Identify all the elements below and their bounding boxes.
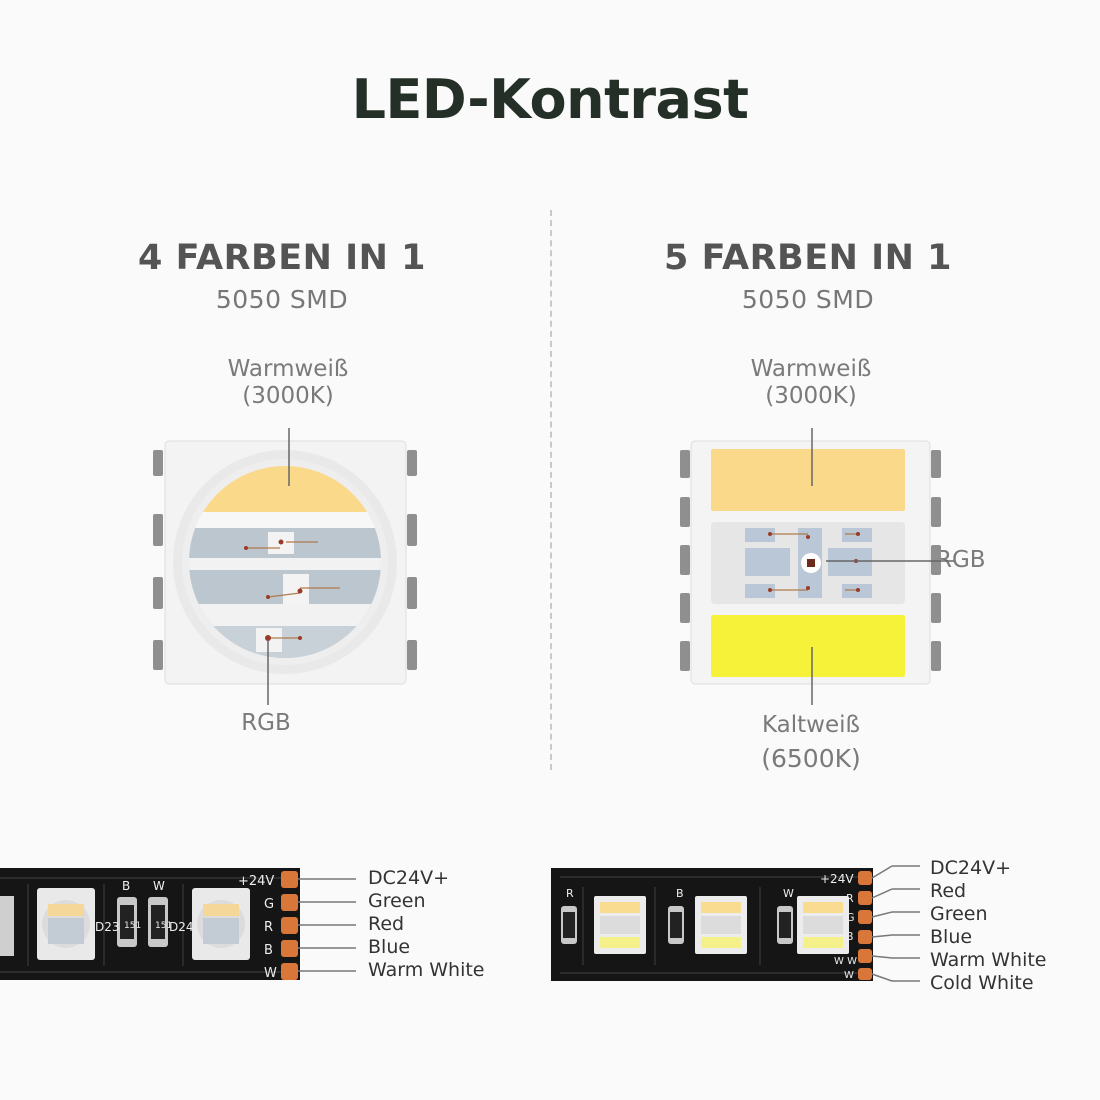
strip-label: W xyxy=(264,966,277,981)
right-pin-label: Cold White xyxy=(930,972,1034,994)
left-pin-label: Blue xyxy=(368,936,411,958)
strip-label: B xyxy=(846,930,854,943)
strip-label: W W xyxy=(834,956,857,967)
right-pin-label: Warm White xyxy=(930,949,1047,971)
strip-label: 151 xyxy=(155,921,172,931)
right-subheading: 5050 SMD xyxy=(741,285,875,314)
left-warm-label-2: (3000K) xyxy=(242,383,334,409)
right-rgb-label: RGB xyxy=(936,547,986,573)
right-warm-label-2: (3000K) xyxy=(765,383,857,409)
strip-label: R xyxy=(566,887,574,900)
column-divider xyxy=(550,210,552,770)
strip-label: W xyxy=(153,879,165,893)
right-pin-label: Red xyxy=(930,880,967,902)
left-pin-label: Green xyxy=(368,890,426,912)
left-rgb-label: RGB xyxy=(241,710,291,736)
page-title: LED-Kontrast xyxy=(351,68,749,131)
right-heading: 5 FARBEN IN 1 xyxy=(664,238,952,278)
strip-label: B xyxy=(264,943,273,958)
left-warm-label-1: Warmweiß xyxy=(227,356,349,382)
strip-label: 151 xyxy=(124,921,141,931)
strip-label: W xyxy=(783,887,794,900)
left-pin-label: DC24V+ xyxy=(368,867,449,889)
strip-label: D23 xyxy=(95,920,120,934)
strip-label: R xyxy=(846,892,854,905)
right-warm-label-1: Warmweiß xyxy=(750,356,872,382)
strip-label: G xyxy=(264,897,274,912)
strip-label: W xyxy=(844,970,854,981)
strip-label: B xyxy=(676,887,684,900)
strip-label: B xyxy=(122,879,130,893)
left-pin-label: Warm White xyxy=(368,959,485,981)
right-pin-label: Blue xyxy=(930,926,973,948)
strip-label: D24 xyxy=(169,920,194,934)
strip-label: G xyxy=(846,911,855,924)
strip-label: +24V xyxy=(238,874,274,889)
right-cold-label-2: (6500K) xyxy=(761,744,861,773)
left-pin-label: Red xyxy=(368,913,405,935)
strip-label: R xyxy=(264,920,273,935)
right-pin-label: Green xyxy=(930,903,988,925)
left-heading: 4 FARBEN IN 1 xyxy=(138,238,426,278)
right-pin-label: DC24V+ xyxy=(930,857,1011,879)
right-cold-label-1: Kaltweiß xyxy=(761,712,861,738)
strip-label: +24V xyxy=(820,872,854,886)
left-subheading: 5050 SMD xyxy=(215,285,349,314)
